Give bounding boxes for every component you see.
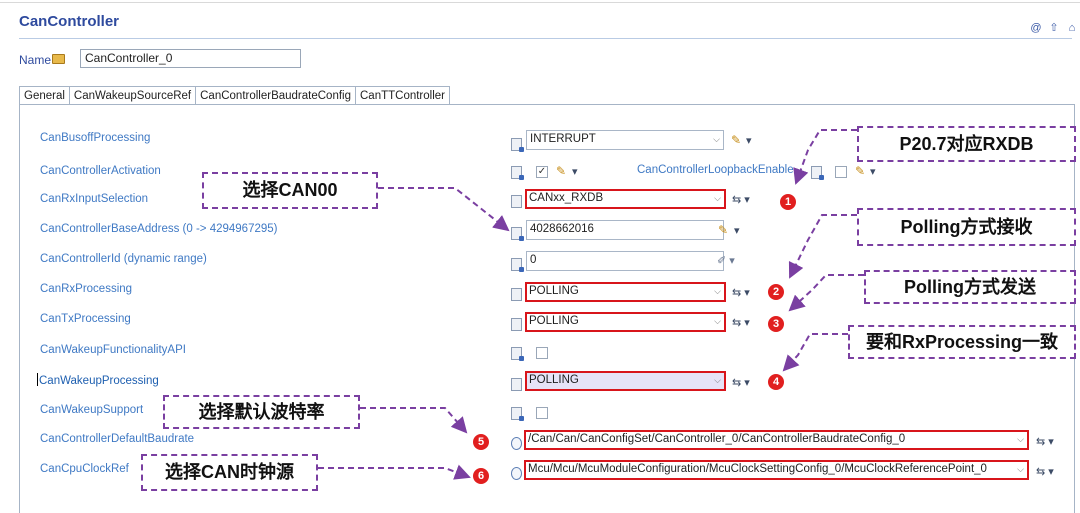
chevron-down-icon[interactable]: ▾ (734, 225, 740, 237)
cancontrollerdefaultbaudrate-value: /Can/Can/CanConfigSet/CanController_0/Ca… (528, 433, 906, 445)
step-badge: 5 (473, 434, 489, 450)
reference-tool-icon[interactable]: ⇆ ▾ (1036, 436, 1054, 448)
cancontrollerid-input[interactable]: 0 (526, 251, 724, 271)
parameter-type-icon (511, 378, 522, 391)
name-input[interactable]: CanController_0 (80, 49, 301, 68)
param-label-cancontrollerbaseaddress: CanControllerBaseAddress (0 -> 429496729… (40, 223, 278, 235)
callout-clock-source: 选择CAN时钟源 (141, 454, 318, 491)
chevron-down-icon[interactable]: ▾ (572, 166, 578, 178)
canwakeupprocessing-value: POLLING (529, 374, 579, 386)
reference-tool-icon[interactable]: ⇆ ▾ (732, 194, 750, 206)
param-label-cancontrollerdefaultbaudrate: CanControllerDefaultBaudrate (40, 433, 195, 445)
cantxprocessing-value: POLLING (529, 315, 579, 327)
canrxinputselection-value: CANxx_RXDB (529, 192, 604, 204)
chevron-down-icon: ⌵ (714, 286, 721, 296)
help-icon[interactable]: @ (1030, 22, 1042, 34)
reference-tool-icon[interactable]: ⇆ ▾ (732, 317, 750, 329)
canbusoffprocessing-select[interactable]: INTERRUPT ⌵ (526, 130, 724, 150)
canrxprocessing-value: POLLING (529, 285, 579, 297)
chevron-down-icon: ⌵ (714, 375, 721, 385)
up-arrow-icon[interactable]: ⇧ (1049, 22, 1059, 34)
tab-cancontrollerbaudrateconfig[interactable]: CanControllerBaudrateConfig (196, 86, 356, 105)
cancontrolleractivation-checkbox[interactable]: ✓ (536, 166, 548, 178)
parameter-type-icon (511, 318, 522, 331)
folder-icon (52, 54, 65, 64)
chevron-down-icon: ⌵ (1017, 464, 1024, 474)
pencil-icon[interactable]: ✎ (731, 133, 742, 147)
title-toolbar: @ ⇧ ⌂ (1030, 22, 1078, 34)
tab-bar: General CanWakeupSourceRef CanController… (19, 86, 450, 105)
reference-tool-icon[interactable]: ⇆ ▾ (732, 377, 750, 389)
param-label-canrxinputselection: CanRxInputSelection (40, 193, 149, 205)
text-cursor (37, 373, 38, 386)
reference-icon (511, 467, 522, 480)
tab-canttcontroller[interactable]: CanTTController (356, 86, 450, 105)
callout-select-can00: 选择CAN00 (202, 172, 378, 209)
cantxprocessing-select[interactable]: POLLING ⌵ (525, 312, 726, 332)
step-badge: 6 (473, 468, 489, 484)
cancpuclockref-select[interactable]: Mcu/Mcu/McuModuleConfiguration/McuClockS… (524, 460, 1029, 480)
canwakeupprocessing-select[interactable]: POLLING ⌵ (525, 371, 726, 391)
parameter-type-icon (511, 407, 524, 421)
top-divider (0, 2, 1080, 3)
step-badge: 3 (768, 316, 784, 332)
canrxprocessing-select[interactable]: POLLING ⌵ (525, 282, 726, 302)
cancpuclockref-value: Mcu/Mcu/McuModuleConfiguration/McuClockS… (528, 463, 987, 475)
home-icon[interactable]: ⌂ (1068, 22, 1076, 34)
pencil-icon[interactable]: ✎ (718, 223, 729, 237)
general-panel (19, 104, 1075, 513)
editor-title: CanController (19, 13, 120, 30)
callout-default-baud: 选择默认波特率 (163, 395, 360, 429)
tab-general[interactable]: General (19, 86, 70, 105)
callout-wakeup-consistent: 要和RxProcessing一致 (848, 325, 1076, 359)
parameter-type-icon (811, 166, 824, 180)
param-label-cancontrollerloopbackenable: CanControllerLoopbackEnable (637, 164, 794, 176)
param-label-cancontrollerid: CanControllerId (dynamic range) (40, 253, 207, 265)
chevron-down-icon: ⌵ (714, 193, 721, 203)
canwakeupfunctionalityapi-checkbox[interactable] (536, 347, 548, 359)
param-label-canwakeupprocessing: CanWakeupProcessing (37, 373, 159, 387)
param-label-canwakeupsupport: CanWakeupSupport (40, 404, 144, 416)
reference-icon (511, 437, 522, 450)
cancontrollerbaseaddress-input[interactable]: 4028662016 (526, 220, 724, 240)
parameter-type-icon (511, 227, 524, 241)
chevron-down-icon[interactable]: ▾ (870, 166, 876, 178)
reference-tool-icon[interactable]: ⇆ ▾ (1036, 466, 1054, 478)
parameter-type-icon (511, 138, 524, 152)
step-badge: 2 (768, 284, 784, 300)
pencil-icon[interactable]: ✎ (855, 164, 866, 178)
tab-canwakeupsourceref[interactable]: CanWakeupSourceRef (69, 86, 197, 105)
step-badge: 4 (768, 374, 784, 390)
cancontrollerdefaultbaudrate-select[interactable]: /Can/Can/CanConfigSet/CanController_0/Ca… (524, 430, 1029, 450)
parameter-type-icon (511, 258, 524, 272)
param-label-canwakeupprocessing-text: CanWakeupProcessing (39, 375, 159, 387)
chevron-down-icon[interactable]: ▾ (746, 135, 752, 147)
canbusoffprocessing-value: INTERRUPT (530, 133, 596, 145)
param-label-canwakeupfunctionalityapi: CanWakeupFunctionalityAPI (40, 344, 186, 356)
callout-rx-polling: Polling方式接收 (857, 208, 1076, 246)
canwakeupsupport-checkbox[interactable] (536, 407, 548, 419)
callout-tx-polling: Polling方式发送 (864, 270, 1076, 304)
parameter-type-icon (511, 288, 522, 301)
param-label-canbusoffprocessing: CanBusoffProcessing (40, 132, 151, 144)
step-badge: 1 (780, 194, 796, 210)
title-divider (19, 38, 1072, 39)
calculator-icon[interactable]: ✐ ▾ (717, 255, 735, 267)
param-label-cantxprocessing: CanTxProcessing (40, 313, 131, 325)
param-label-canrxprocessing: CanRxProcessing (40, 283, 133, 295)
callout-rx-pin: P20.7对应RXDB (857, 126, 1076, 162)
parameter-type-icon (511, 166, 524, 180)
pencil-icon[interactable]: ✎ (556, 164, 567, 178)
parameter-type-icon (511, 195, 522, 208)
chevron-down-icon: ⌵ (714, 316, 721, 326)
name-label: Name (19, 53, 52, 67)
reference-tool-icon[interactable]: ⇆ ▾ (732, 287, 750, 299)
cancontrollerloopbackenable-checkbox[interactable] (835, 166, 847, 178)
param-label-cancontrolleractivation: CanControllerActivation (40, 165, 161, 177)
param-label-cancpuclockref: CanCpuClockRef (40, 463, 129, 475)
chevron-down-icon: ⌵ (713, 134, 720, 144)
chevron-down-icon: ⌵ (1017, 434, 1024, 444)
canrxinputselection-select[interactable]: CANxx_RXDB ⌵ (525, 189, 726, 209)
parameter-type-icon (511, 347, 524, 361)
